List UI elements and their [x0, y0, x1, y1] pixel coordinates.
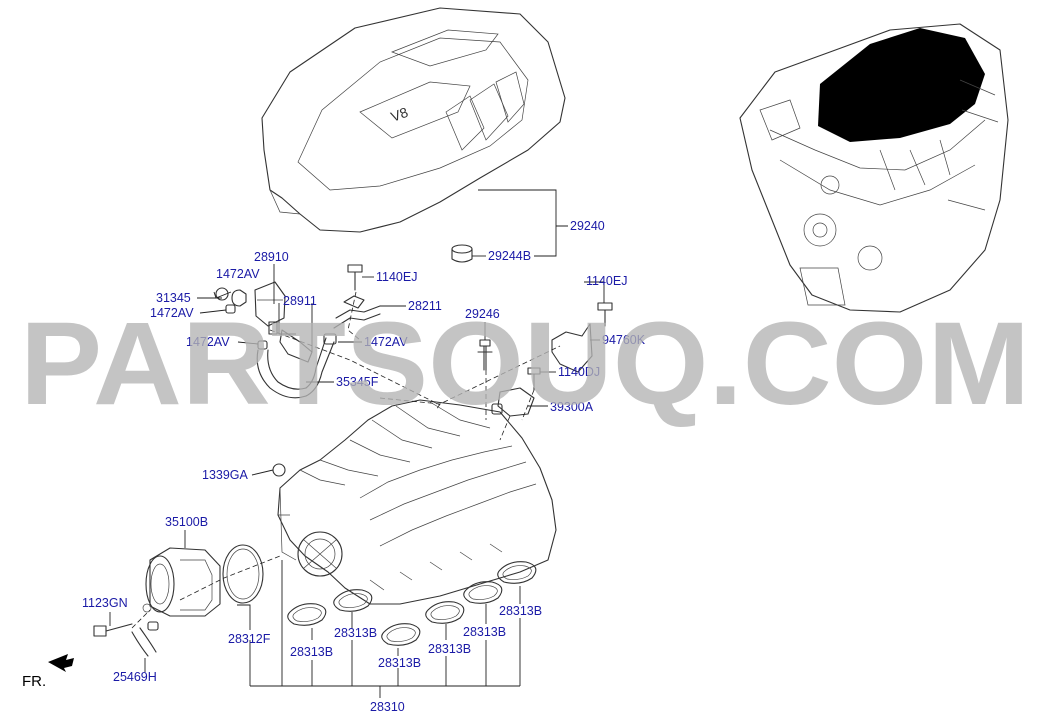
map-sensor-39300A	[491, 387, 535, 417]
label-1472AV-b[interactable]: 1472AV	[150, 306, 194, 320]
label-1472AV-a[interactable]: 1472AV	[216, 267, 260, 281]
hose-bracket-28211	[343, 295, 365, 309]
port-gasket-6	[497, 561, 537, 584]
label-1339GA[interactable]: 1339GA	[202, 468, 249, 482]
label-29244B[interactable]: 29244B	[488, 249, 531, 263]
front-direction-indicator: FR.	[22, 654, 74, 690]
label-29240[interactable]: 29240	[570, 219, 605, 233]
label-25469H[interactable]: 25469H	[113, 670, 157, 684]
port-gasket-4	[425, 601, 465, 624]
label-1472AV-d[interactable]: 1472AV	[364, 335, 408, 349]
label-28910[interactable]: 28910	[254, 250, 289, 264]
throttle-body-35100B	[142, 547, 221, 617]
fr-label: FR.	[22, 673, 46, 690]
label-1472AV-c[interactable]: 1472AV	[186, 335, 230, 349]
v8-emblem-icon: V8	[389, 104, 411, 125]
bracket-94760K	[551, 323, 593, 373]
front-arrow-icon	[48, 654, 74, 672]
label-28313B-a[interactable]: 28313B	[290, 645, 333, 659]
label-1140EJ-b[interactable]: 1140EJ	[586, 274, 627, 288]
port-gasket-1	[287, 603, 327, 626]
vacuum-hose-35345F	[256, 305, 381, 399]
label-28313B-d[interactable]: 28313B	[428, 642, 471, 656]
label-29246[interactable]: 29246	[465, 307, 500, 321]
label-94760K[interactable]: 94760K	[602, 333, 646, 347]
label-28310[interactable]: 28310	[370, 700, 405, 714]
label-35345F[interactable]: 35345F	[336, 375, 379, 389]
gasket-28312F	[222, 544, 264, 604]
hose-25469H	[131, 621, 159, 657]
oil-filler-cap	[451, 244, 473, 263]
engine-cover-highlight	[818, 28, 985, 142]
label-1123GN[interactable]: 1123GN	[82, 596, 128, 610]
leader-lines	[109, 189, 605, 698]
label-31345[interactable]: 31345	[156, 291, 191, 305]
port-gasket-3	[381, 623, 421, 646]
label-28312F[interactable]: 28312F	[228, 632, 271, 646]
engine-illustration	[739, 23, 1009, 313]
bolt-1140EJ-a	[347, 264, 363, 291]
bolt-1140EJ-b	[597, 302, 613, 327]
port-gasket-5	[463, 581, 503, 604]
label-28211[interactable]: 28211	[408, 299, 442, 313]
label-1140DJ[interactable]: 1140DJ	[558, 365, 600, 379]
bolt-1140DJ	[527, 367, 541, 391]
watermark: PARTSOUQ.COM	[20, 298, 1030, 430]
bolt-29246	[477, 339, 493, 371]
label-28313B-b[interactable]: 28313B	[334, 626, 377, 640]
engine-cover: V8	[261, 7, 566, 233]
label-28911[interactable]: 28911	[283, 294, 317, 308]
label-28313B-c[interactable]: 28313B	[378, 656, 421, 670]
label-1140EJ-a[interactable]: 1140EJ	[376, 270, 417, 284]
intake-manifold	[272, 399, 557, 605]
label-39300A[interactable]: 39300A	[550, 400, 594, 414]
part-labels: 29240 29244B 28910 1472AV 31345 1472AV 2…	[82, 219, 646, 714]
port-gasket-2	[333, 589, 373, 612]
bolt-1123GN	[93, 623, 133, 637]
label-28313B-f[interactable]: 28313B	[499, 604, 542, 618]
label-35100B[interactable]: 35100B	[165, 515, 208, 529]
label-28313B-e[interactable]: 28313B	[463, 625, 506, 639]
purge-valve-assembly	[215, 281, 313, 363]
